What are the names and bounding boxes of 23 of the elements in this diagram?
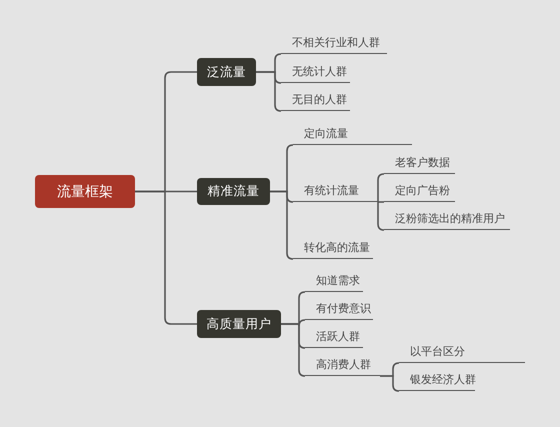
topic-box: 精准流量	[197, 178, 270, 205]
subtopic-label: 有统计流量	[293, 184, 378, 202]
subtopic-label: 知道需求	[305, 274, 363, 292]
subtopic-label: 泛粉筛选出的精准用户	[384, 212, 510, 230]
branch-line	[377, 201, 384, 203]
subtopic-label: 定向广告粉	[384, 184, 455, 202]
subtopic-label: 定向流量	[293, 127, 412, 145]
subtopic-label: 以平台区分	[399, 345, 525, 363]
subtopic-label: 活跃人群	[305, 330, 363, 348]
subtopic-label: 高消费人群	[305, 358, 380, 376]
root-topic-box: 流量框架	[35, 175, 135, 208]
topic-box: 高质量用户	[197, 310, 281, 338]
subtopic-label: 转化高的流量	[293, 241, 373, 259]
branch-line	[135, 190, 197, 325]
topic-box: 泛流量	[197, 58, 256, 86]
subtopic-label: 有付费意识	[305, 302, 373, 320]
subtopic-label: 老客户数据	[384, 156, 455, 174]
branch-line	[377, 173, 385, 203]
subtopic-label: 无目的人群	[281, 93, 350, 111]
subtopic-label: 不相关行业和人群	[281, 36, 387, 54]
subtopic-label: 无统计人群	[281, 65, 350, 83]
subtopic-label: 银发经济人群	[399, 373, 475, 391]
branch-line	[380, 375, 400, 392]
